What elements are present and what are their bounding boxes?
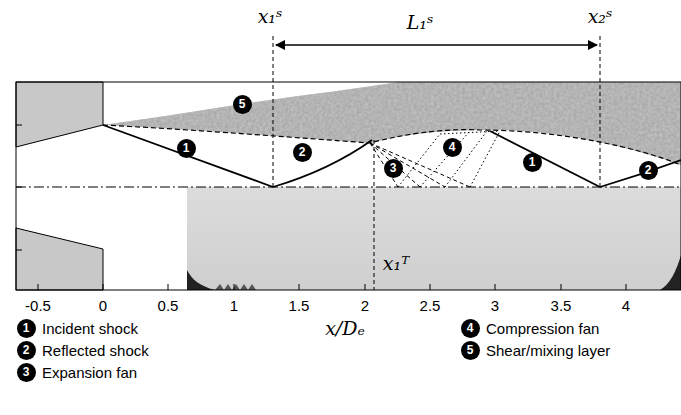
callout-number: 4 — [443, 138, 462, 157]
callout-number: 1 — [523, 153, 542, 172]
callout-number: 2 — [293, 143, 312, 162]
tick-label: 3.5 — [551, 297, 572, 314]
axis-title: x/Dₑ — [325, 317, 365, 339]
tick-label: 2 — [361, 297, 369, 314]
position-label: x₁ˢ — [258, 5, 283, 27]
tick-label: 1.5 — [289, 297, 310, 314]
tick-label: 0 — [99, 297, 107, 314]
photo-region — [187, 187, 681, 290]
photo-corner — [660, 255, 681, 290]
axis-ticks — [16, 125, 626, 290]
tick-label: 1 — [230, 297, 238, 314]
legend-text: Reflected shock — [42, 342, 149, 359]
callout-number: 1 — [177, 139, 196, 158]
reflected-shock — [600, 160, 681, 187]
callout-number: 2 — [639, 161, 658, 180]
nozzle-wall — [16, 228, 103, 290]
legend-text: Incident shock — [42, 320, 138, 337]
centerline — [16, 187, 681, 188]
dimension-line — [273, 36, 600, 290]
nozzle-wall — [16, 82, 103, 147]
incident-shock — [103, 125, 273, 187]
photo-corner — [215, 284, 256, 290]
compression-fan — [398, 131, 500, 187]
tick-label: -0.5 — [25, 297, 51, 314]
tick-label: 3 — [491, 297, 499, 314]
reflected-shock — [273, 140, 372, 187]
callout-number: 3 — [17, 363, 36, 382]
callout-number: 3 — [384, 159, 403, 178]
incident-shock — [490, 131, 600, 187]
photo-corner — [187, 270, 215, 290]
legend-text: Compression fan — [486, 320, 599, 337]
callout-number: 1 — [17, 319, 36, 338]
tick-label: 4 — [622, 297, 630, 314]
callout-number: 5 — [461, 341, 480, 360]
tick-label: 2.5 — [420, 297, 441, 314]
position-label: x₁ᵀ — [383, 252, 409, 274]
callout-number: 4 — [461, 319, 480, 338]
shear-layer — [100, 80, 681, 170]
tick-label: 0.5 — [158, 297, 179, 314]
length-arrow — [276, 44, 597, 46]
callout-number: 2 — [17, 341, 36, 360]
callout-number: 5 — [233, 95, 252, 114]
legend-text: Shear/mixing layer — [486, 342, 610, 359]
legend-text: Expansion fan — [42, 364, 137, 381]
position-label: x₂ˢ — [588, 5, 613, 27]
plot-frame — [16, 82, 681, 290]
length-label: L₁ˢ — [407, 11, 434, 33]
